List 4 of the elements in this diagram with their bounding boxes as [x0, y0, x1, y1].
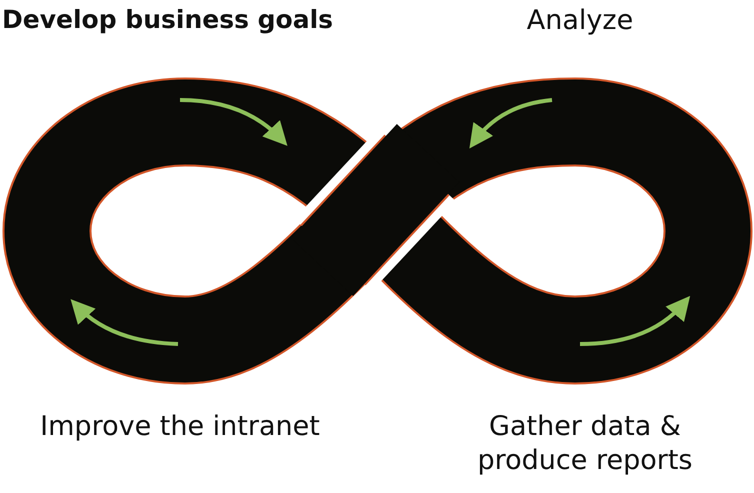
stage-label: Gather data & produce reports [476, 410, 694, 478]
stage-label: Improve the intranet [39, 410, 321, 444]
stage-label: Analyze [526, 4, 634, 38]
stage-label: Develop business goals [2, 4, 334, 36]
